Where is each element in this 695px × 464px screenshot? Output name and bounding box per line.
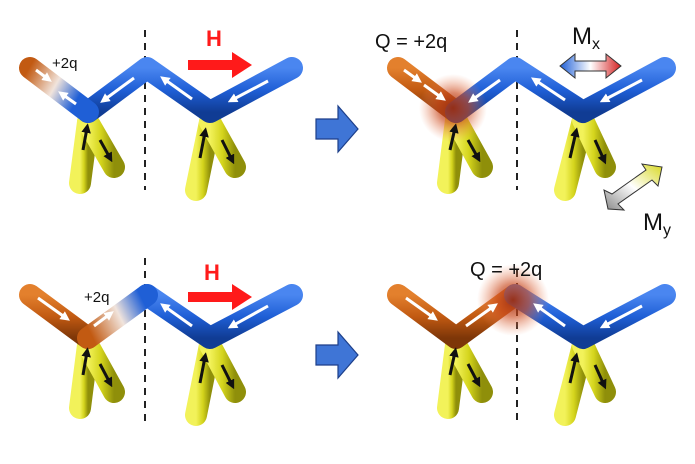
charge-q-label: Q = +2q (375, 31, 447, 53)
panel-top-right: Q = +2q Mx My (375, 23, 676, 239)
yellow-rods (437, 334, 616, 426)
yellow-rods (69, 111, 246, 201)
charge-label: +2q (84, 289, 109, 306)
charge-glow (419, 74, 487, 142)
yellow-rods (69, 334, 246, 426)
my-label: My (643, 209, 671, 239)
panel-bottom-right: Q = +2q (387, 259, 676, 426)
spin-arrows (35, 68, 269, 165)
panel-top-left: +2q H (19, 26, 303, 201)
field-label: H (206, 26, 222, 51)
panel-bottom-left: +2q H (19, 258, 303, 426)
spin-arrows (405, 296, 643, 390)
blue-chain (19, 284, 303, 349)
transition-arrow-bottom (315, 330, 359, 380)
mx-label: Mx (572, 23, 600, 53)
field-arrow: H (188, 26, 252, 78)
field-arrow: H (188, 260, 252, 310)
spin-arrows (37, 296, 269, 390)
my-arrow: My (603, 163, 671, 239)
charge-label: +2q (52, 55, 77, 72)
field-label: H (204, 260, 220, 285)
mx-arrow: Mx (559, 23, 622, 80)
charge-q-label: Q = +2q (470, 259, 542, 281)
charge-glow (477, 264, 549, 336)
transition-arrow-top (315, 104, 359, 154)
spin-arrows (403, 68, 643, 165)
